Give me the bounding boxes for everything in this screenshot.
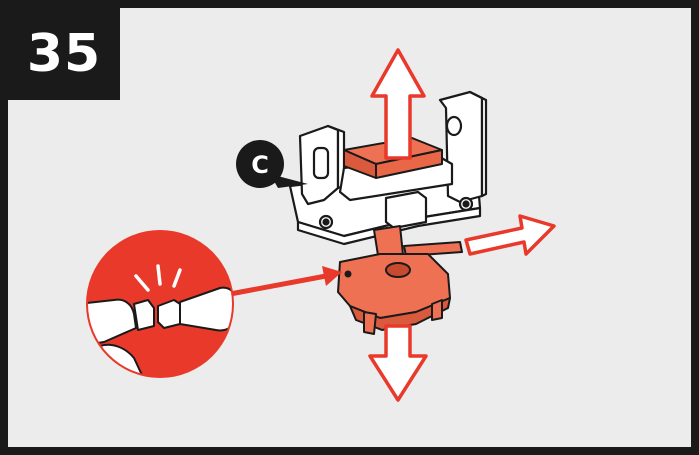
detail-pointer-line	[230, 276, 326, 294]
callout-c-badge: C	[236, 140, 308, 188]
pull-down-arrow	[370, 326, 426, 400]
screwdriver-tap-icon	[78, 230, 236, 388]
assembly-illustration: C	[8, 8, 691, 447]
callout-letter: C	[251, 151, 269, 179]
pull-right-arrow	[466, 216, 554, 254]
orange-stand-base	[338, 226, 462, 334]
